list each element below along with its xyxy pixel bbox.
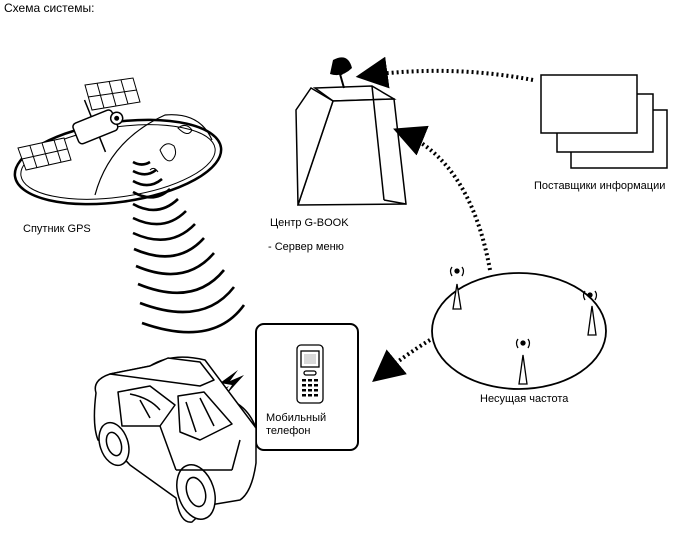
document-stack-icon [540,74,668,169]
gps-satellite-label: Спутник GPS [23,223,91,235]
carrier-frequency-label: Несущая частота [480,393,569,405]
radio-tower-icon [449,266,598,385]
mobile-phone-label-line2: телефон [266,425,311,437]
server-building-icon [295,85,407,206]
information-providers-label: Поставщики информации [534,180,666,192]
menu-server-label: - Сервер меню [268,241,344,253]
g-book-center-label: Центр G-BOOK [270,217,349,229]
satellite-icon [17,77,141,171]
gps-signal-waves [132,160,246,334]
mobile-phone-label-line1: Мобильный [266,412,327,424]
car-icon [93,356,257,523]
carrier-network [431,272,607,390]
diagram-title: Схема системы: [4,1,95,15]
mobile-phone-icon [296,344,324,404]
data-flow-arrows [355,56,534,383]
dish-antenna-icon [330,57,352,89]
